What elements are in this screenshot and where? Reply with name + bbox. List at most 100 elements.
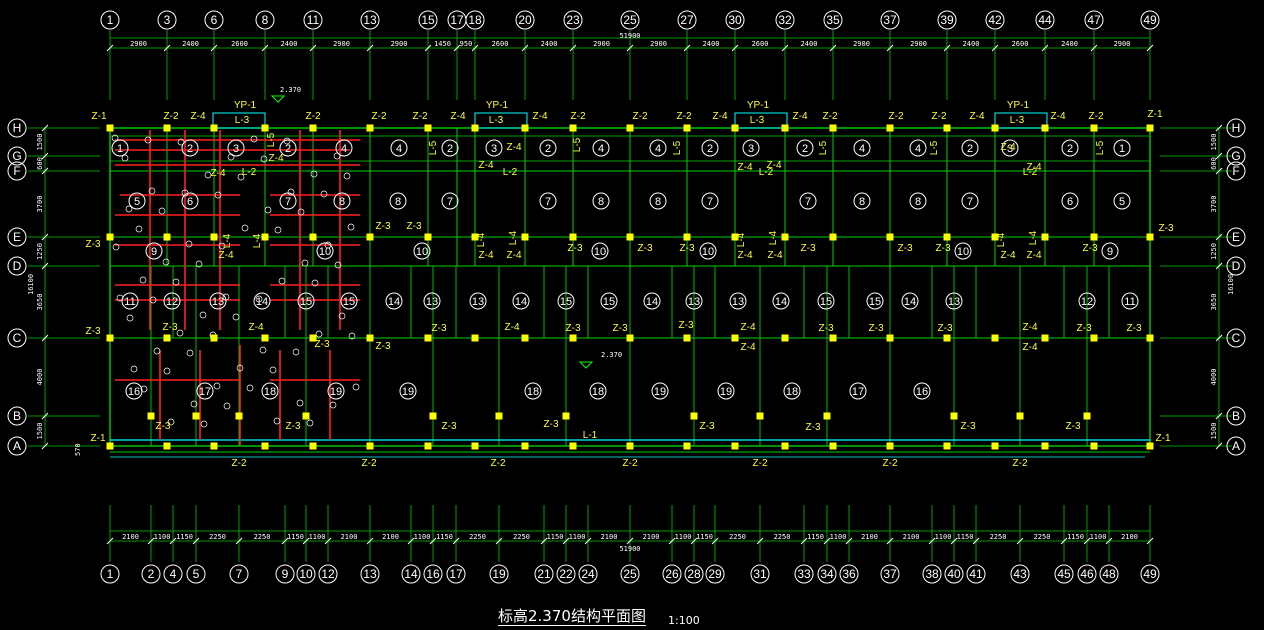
dim-tick (562, 537, 570, 545)
tag-z3: Z-3 (961, 421, 976, 432)
slab-number: 4 (396, 143, 402, 155)
slab-number: 11 (1124, 296, 1135, 308)
tag-z2: Z-2 (164, 111, 179, 122)
axis-bubble-right: A (1226, 436, 1246, 456)
dim-tick (424, 44, 432, 52)
dim-tick (324, 537, 332, 545)
level-marker (578, 361, 594, 369)
axis-bubble-left: F (7, 161, 27, 181)
canopy-yp1 (474, 112, 528, 129)
column-marker (1090, 124, 1098, 132)
slab-number: 7 (805, 196, 811, 208)
column-marker (366, 233, 374, 241)
column-marker (1041, 334, 1049, 342)
column-marker (424, 334, 432, 342)
rebar-tag-bubble (250, 135, 258, 143)
column-marker (521, 124, 529, 132)
column-marker (429, 412, 437, 420)
axis-bubble-right: D (1226, 256, 1246, 276)
axis-bubble-circle (489, 564, 509, 584)
slab-number: 17 (852, 386, 864, 398)
column-marker (163, 233, 171, 241)
axis-bubble-circle (186, 564, 206, 584)
column-markers (106, 124, 1154, 450)
axis-bubble-top-label: 39 (940, 13, 954, 27)
dim-tick (169, 537, 177, 545)
axis-bubble-right-label: B (1232, 409, 1240, 423)
tag-z1: Z-1 (92, 111, 107, 122)
rebar-tag-bubble (200, 420, 208, 428)
tag-vertical-beam: L-4 (508, 230, 519, 245)
axis-bubble-left-label: A (13, 439, 21, 453)
slab-number: 13 (948, 296, 960, 308)
axis-bubble-bottom-label: 2 (148, 567, 155, 581)
slab-number: 19 (402, 386, 414, 398)
tag-z2: Z-2 (1089, 111, 1104, 122)
dim-value: 2100 (861, 533, 878, 541)
rebar-tag-bubble (320, 190, 328, 198)
slab-number-circle (399, 382, 417, 400)
slab-number-circle (297, 292, 315, 310)
dim-tick (1105, 537, 1113, 545)
tag-z2: Z-2 (372, 111, 387, 122)
axis-bubble-circle (7, 227, 27, 247)
slab-number-circle (390, 139, 408, 157)
slab-number: 4 (915, 143, 921, 155)
rebar-tag-bubble (130, 365, 138, 373)
tag-z3: Z-3 (819, 323, 834, 334)
axis-bubble-circle (7, 256, 27, 276)
tag-z3: Z-3 (566, 323, 581, 334)
column-marker (210, 233, 218, 241)
dim-tick (1146, 537, 1154, 545)
slab-number-circle (333, 192, 351, 210)
dim-tick (829, 44, 837, 52)
column-marker (626, 334, 634, 342)
slab-number-circle (853, 192, 871, 210)
slab-number-circle (227, 139, 245, 157)
column-marker (471, 233, 479, 241)
dim-tick (569, 44, 577, 52)
rebar-tag-bubble (329, 401, 337, 409)
axis-bubble-circle (318, 564, 338, 584)
axis-bubble-circle (662, 564, 682, 584)
dim-value: 2900 (391, 40, 408, 48)
axis-bubble-circle (303, 10, 323, 30)
axis-bubble-top: 15 (418, 10, 438, 30)
slab-number: 14 (515, 296, 527, 308)
level-mark-top: 2.370 (280, 86, 301, 94)
column-marker (886, 233, 894, 241)
axis-bubble-bottom-label: 14 (404, 567, 418, 581)
column-marker (569, 334, 577, 342)
dim-value: 2900 (1114, 40, 1131, 48)
rebar-tag-bubble (311, 279, 319, 287)
column-marker (943, 442, 951, 450)
tag-z3: Z-3 (86, 239, 101, 250)
rebar-tag-bubble (148, 187, 156, 195)
axis-bubble-bottom-label: 16 (426, 567, 440, 581)
dim-tick (41, 152, 49, 160)
axis-bubble-bottom-label: 17 (449, 567, 463, 581)
slab-number-circle (128, 192, 146, 210)
tag-z3: Z-3 (869, 323, 884, 334)
slab-number-circle (717, 382, 735, 400)
dim-tick (235, 537, 243, 545)
slab-number-circle (557, 292, 575, 310)
dim-tick (1146, 44, 1154, 52)
tag-l3: L-3 (1010, 115, 1025, 126)
tag-z4: Z-4 (1001, 250, 1016, 261)
tag-vertical-beam: L-4 (768, 230, 779, 245)
slab-number-circle (181, 139, 199, 157)
slab-number: 13 (688, 296, 700, 308)
rebar-tag-bubble (158, 207, 166, 215)
column-marker (147, 412, 155, 420)
column-marker (829, 442, 837, 450)
rebar-tag-bubble (195, 260, 203, 268)
tag-vertical-beam: L-4 (996, 232, 1007, 247)
slab-number: 7 (967, 196, 973, 208)
dim-tick (366, 44, 374, 52)
tag-z4: Z-4 (793, 111, 808, 122)
rebar-tag-bubble (218, 242, 226, 250)
axis-bubble-left-label: C (13, 331, 22, 345)
dim-tick (366, 537, 374, 545)
axis-bubble-circle (296, 564, 316, 584)
